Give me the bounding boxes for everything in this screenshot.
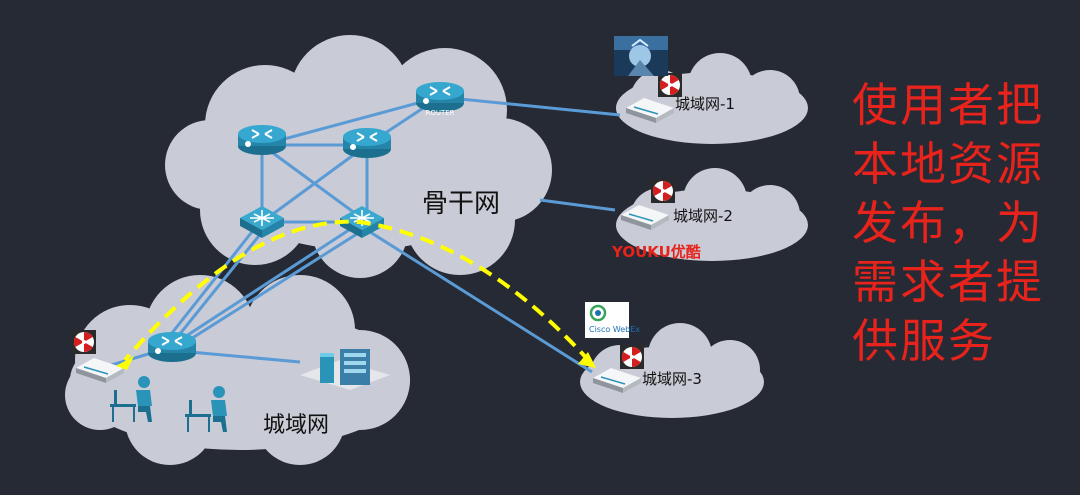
game-avatar-icon xyxy=(614,36,668,76)
router-metro xyxy=(147,331,197,363)
umbrella-badge-icon xyxy=(620,345,644,369)
metro2-label: 城域网-2 xyxy=(673,207,733,225)
metro2-cloud xyxy=(616,168,808,261)
umbrella-badge-icon xyxy=(651,179,675,203)
router-caption: ROUTER xyxy=(425,109,454,117)
side-text-line: 使用者把 xyxy=(852,78,1044,132)
umbrella-badge-icon xyxy=(658,73,682,97)
side-text-line: 需求者提 xyxy=(852,255,1044,309)
router-core-right xyxy=(342,127,392,159)
side-text-line: 供服务 xyxy=(852,314,996,368)
side-text-line: 发布，为 xyxy=(852,196,1044,250)
umbrella-badge-icon xyxy=(72,330,96,354)
router-core-left xyxy=(237,124,287,156)
webex-logo: Cisco WebEx xyxy=(585,302,640,338)
metro-main-label: 城域网 xyxy=(263,413,329,438)
webex-logo-text: Cisco WebEx xyxy=(589,325,640,334)
metro1-label: 城域网-1 xyxy=(675,95,735,113)
backbone-label: 骨干网 xyxy=(422,189,500,219)
youku-logo: YOUKU优酷 xyxy=(611,243,701,261)
side-text-line: 本地资源 xyxy=(852,137,1044,191)
flow-arrow xyxy=(116,219,596,370)
metro3-label: 城域网-3 xyxy=(642,370,702,388)
side-description: 使用者把 本地资源 发布，为 需求者提 供服务 xyxy=(852,76,1062,371)
server-rack-icon xyxy=(300,349,390,390)
router-top: ROUTER xyxy=(415,81,465,117)
